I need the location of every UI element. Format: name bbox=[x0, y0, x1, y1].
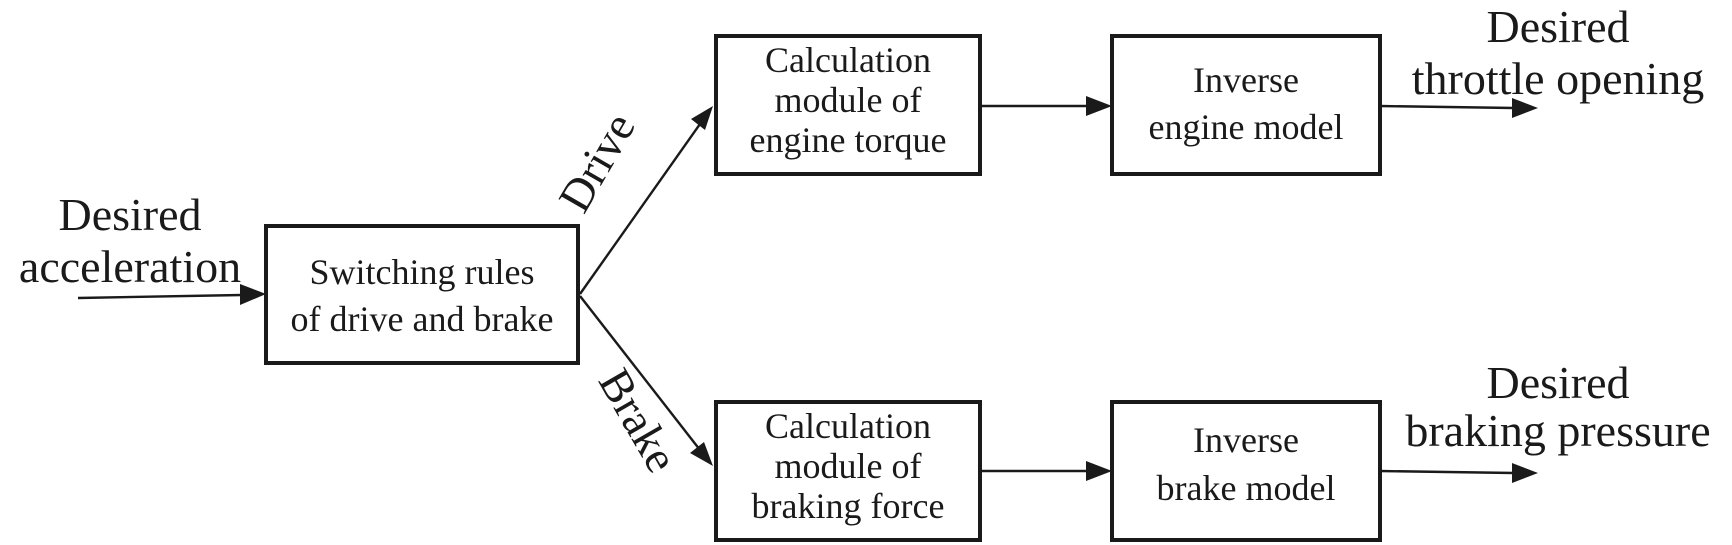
throttle-output-line bbox=[1379, 104, 1515, 110]
brake-branch-line bbox=[579, 295, 701, 451]
engine-torque-block bbox=[714, 34, 982, 176]
force-to-inverse-arrowhead bbox=[1086, 461, 1112, 481]
throttle-output-line1: Desired bbox=[1486, 1, 1629, 52]
brake-branch-arrowhead bbox=[690, 442, 713, 466]
engine-to-inverse-arrowhead bbox=[1086, 96, 1112, 116]
throttle-output-arrowhead bbox=[1512, 98, 1538, 118]
switching-rules-line2: of drive and brake bbox=[291, 299, 554, 339]
braking-force-line3: braking force bbox=[752, 486, 945, 526]
input-label-line2: acceleration bbox=[19, 241, 241, 292]
inverse-engine-block bbox=[1110, 34, 1382, 176]
inverse-engine-line1: Inverse bbox=[1193, 60, 1299, 100]
braking-force-line2: module of bbox=[775, 446, 922, 486]
drive-branch-arrowhead bbox=[691, 106, 713, 130]
brake-branch-label: Brake bbox=[589, 360, 688, 481]
pressure-output-arrowhead bbox=[1512, 463, 1538, 483]
engine-torque-line2: module of bbox=[775, 80, 922, 120]
switching-rules-block bbox=[264, 224, 580, 365]
throttle-output-line2: throttle opening bbox=[1412, 53, 1705, 104]
switching-rules-line1: Switching rules bbox=[310, 252, 535, 292]
braking-force-line1: Calculation bbox=[765, 406, 931, 446]
input-label-line1: Desired bbox=[58, 189, 201, 240]
input-arrowhead bbox=[240, 284, 266, 305]
inverse-brake-line2: brake model bbox=[1157, 468, 1336, 508]
inverse-brake-line1: Inverse bbox=[1193, 420, 1299, 460]
engine-torque-line1: Calculation bbox=[765, 40, 931, 80]
pressure-output-line bbox=[1379, 469, 1515, 475]
input-arrow-line bbox=[77, 293, 243, 300]
drive-branch-label: Drive bbox=[548, 104, 645, 220]
drive-branch-line bbox=[579, 123, 701, 295]
inverse-brake-block bbox=[1110, 400, 1382, 542]
engine-torque-line3: engine torque bbox=[750, 120, 947, 160]
inverse-engine-line2: engine model bbox=[1149, 107, 1344, 147]
pressure-output-line2: braking pressure bbox=[1405, 405, 1710, 456]
pressure-output-line1: Desired bbox=[1486, 357, 1629, 408]
braking-force-block bbox=[714, 400, 982, 542]
